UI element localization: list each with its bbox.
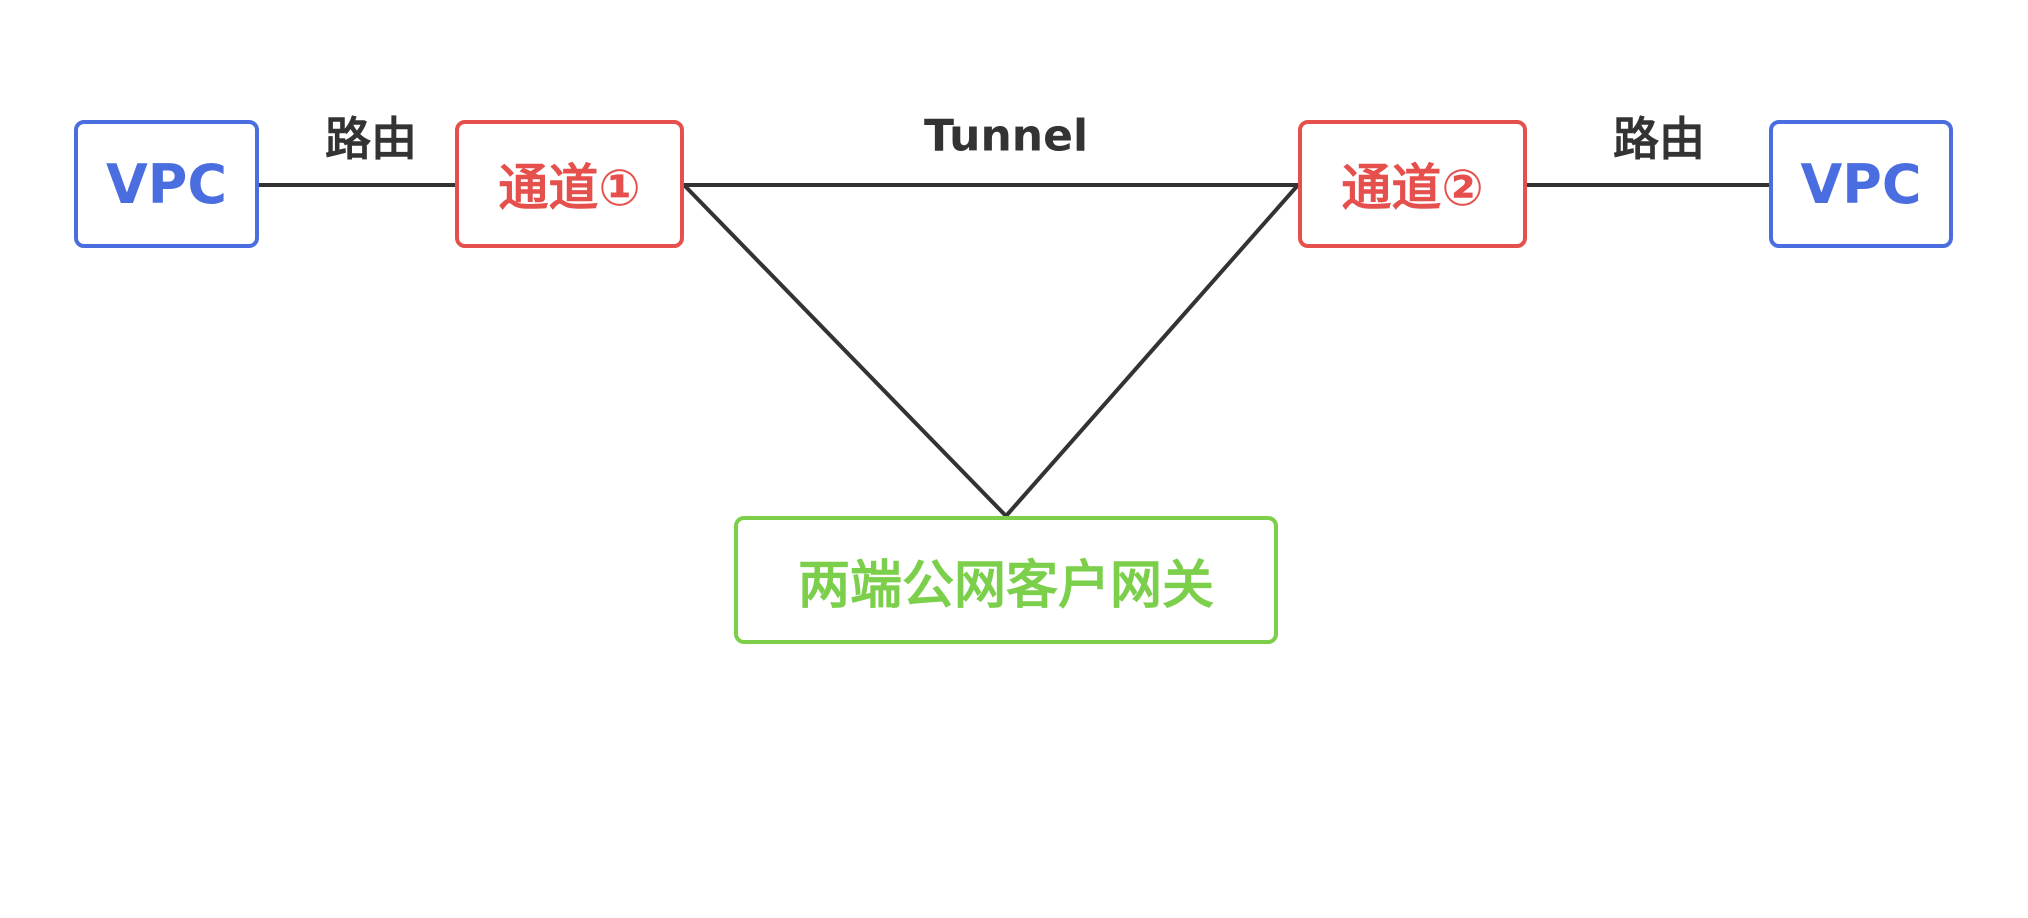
vpc-left-node[interactable]: VPC (74, 120, 259, 248)
channel1-gateway-line (682, 183, 1008, 518)
channel-1-node[interactable]: 通道① (455, 120, 684, 248)
channel-1-label: 通道① (498, 159, 641, 217)
gateway-node[interactable]: 两端公网客户网关 (734, 516, 1278, 644)
gateway-label: 两端公网客户网关 (797, 555, 1214, 616)
vpc-right-node[interactable]: VPC (1769, 120, 1953, 248)
channel-2-label: 通道② (1341, 159, 1484, 217)
tunnel-label: Tunnel (923, 110, 1089, 162)
vpc-right-label: VPC (1800, 152, 1922, 216)
channel2-gateway-line (1004, 183, 1300, 518)
vpc-left-label: VPC (106, 152, 227, 216)
channel-2-node[interactable]: 通道② (1298, 120, 1527, 248)
route-label-right: 路由 (1613, 112, 1705, 166)
route-label-left: 路由 (325, 112, 417, 166)
